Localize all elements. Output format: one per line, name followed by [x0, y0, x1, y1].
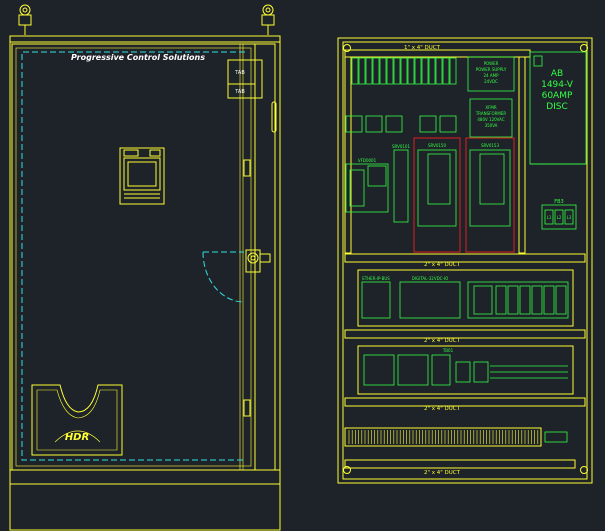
power-supply-line4: 24VDC — [484, 79, 498, 84]
tab-bottom-label: TAB — [234, 89, 245, 95]
company-logo: HDR — [31, 384, 123, 456]
duct-right-vertical — [518, 56, 526, 254]
backplate-outline — [337, 37, 593, 484]
servo-drive-2-label: SRV0153 — [481, 143, 499, 148]
duct-top — [344, 49, 531, 58]
fuse-block-label: FB3 — [554, 199, 564, 205]
terminal-end-block — [544, 431, 568, 443]
duct-bottom — [344, 459, 576, 469]
plc-subpanel — [357, 269, 574, 327]
door-latch-handle — [245, 249, 271, 273]
plc-rack — [467, 281, 569, 319]
power-supply — [467, 56, 515, 92]
servo-drive-2 — [469, 149, 511, 227]
disconnect-line1: AB — [551, 69, 563, 79]
enclosure-front-view: Progressive Control Solutions TAB TAB — [9, 4, 281, 531]
power-supply-line2: POWER SUPPLY — [476, 67, 507, 72]
plc-label: ETHER-IP-BUS — [362, 276, 390, 281]
enclosure-base-rail — [9, 469, 281, 485]
io-module-block — [399, 281, 461, 319]
duct-top-label: 1" x 4" DUCT — [404, 45, 441, 51]
fuse-terminal-l1: L1 — [547, 215, 552, 220]
transformer-line4: 350VA — [485, 123, 498, 128]
duct-row1 — [344, 253, 586, 263]
door-hinge-2 — [243, 399, 251, 417]
duct-row3 — [344, 397, 586, 407]
transformer-line2: TRANSFORMER — [475, 111, 507, 116]
fuse-terminal-l3: L3 — [567, 215, 572, 220]
relay-block-2 — [397, 354, 429, 386]
duct-row3-label: 2" x 4" DUCT — [424, 406, 461, 412]
terminal-subpanel — [357, 345, 574, 395]
fuse-terminal-l2: L2 — [557, 215, 562, 220]
relay-block-3 — [431, 354, 451, 386]
plc-power-module — [361, 281, 391, 319]
mount-hole-bl — [343, 466, 351, 474]
tab-top-label: TAB — [234, 70, 245, 76]
transformer-line3: 480V 120VAC — [477, 117, 504, 122]
servo-drive-1 — [417, 149, 457, 227]
lifting-eye-left — [18, 4, 32, 35]
vfd-label: VFD0001 — [358, 158, 377, 163]
door-swing-arc — [202, 251, 245, 303]
backplate-layout: 1" x 4" DUCT POWER POWER SUPPLY 24 AMP — [337, 37, 593, 484]
duct-row2 — [344, 329, 586, 339]
logo-text: HDR — [65, 432, 89, 443]
lifting-eye-right — [261, 4, 275, 35]
hmi-display — [119, 147, 165, 205]
duct-row2-label: 2" x 4" DUCT — [424, 338, 461, 344]
terminal-group-1 — [455, 361, 471, 383]
transformer-line1: XFMR — [485, 105, 496, 110]
door-hinge-1 — [243, 159, 251, 177]
terminal-tag: TB01 — [442, 348, 454, 353]
disconnect-line3: 60AMP — [542, 91, 573, 101]
terminal-strip-vertical — [393, 149, 409, 223]
power-supply-line1: POWER — [484, 61, 499, 66]
fuse-block — [541, 204, 577, 230]
terminal-strip-ticks — [348, 430, 539, 444]
inner-panel-outline — [21, 51, 245, 461]
mount-hole-tr — [580, 44, 588, 52]
terminal-group-2 — [473, 361, 489, 383]
io-label: DIGITAL-32VDC-IO — [412, 276, 448, 281]
vfd-drive — [345, 163, 389, 213]
mount-hole-tl — [343, 44, 351, 52]
terminal-strip-long — [344, 427, 542, 447]
servo-drive-2-boundary — [465, 137, 515, 253]
servo-drive-1-label: SRV0150 — [428, 143, 446, 148]
duct-row1-label: 2" x 4" DUCT — [424, 262, 461, 268]
enclosure-door — [11, 43, 256, 471]
mount-hole-br — [580, 466, 588, 474]
transformer — [469, 98, 513, 138]
breaker-row-top — [351, 57, 457, 85]
terminal-strip-vertical-label: SRV0101 — [392, 144, 410, 149]
servo-drive-1-boundary — [413, 137, 461, 253]
enclosure-body — [9, 35, 281, 531]
breaker-row-mid — [345, 115, 457, 133]
duct-bottom-label: 2" x 4" DUCT — [424, 470, 461, 476]
disconnect-line4: DISC — [546, 102, 568, 112]
door-slot — [271, 101, 277, 133]
disconnect-line2: 1494-V — [541, 80, 574, 90]
duct-left-vertical — [344, 56, 352, 254]
power-supply-line3: 24 AMP — [484, 73, 500, 78]
enclosure-title: Progressive Control Solutions — [71, 53, 205, 62]
relay-block — [363, 354, 395, 386]
